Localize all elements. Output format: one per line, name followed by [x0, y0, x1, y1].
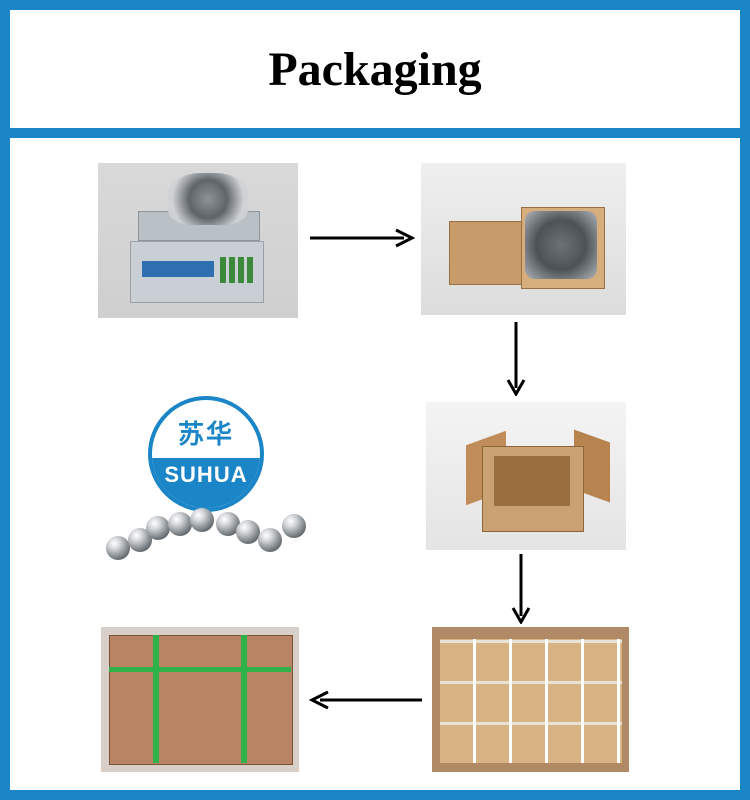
steel-ball: [168, 512, 192, 536]
bag-of-balls: [525, 211, 597, 279]
carton-inner: [494, 456, 570, 506]
steel-ball: [258, 528, 282, 552]
strapped-boxes: [440, 639, 622, 763]
steel-ball: [146, 516, 170, 540]
strap-horizontal: [109, 667, 291, 672]
scale-display: [142, 261, 214, 277]
page-title: Packaging: [268, 42, 482, 96]
packed-boxes-crate-photo: [432, 627, 629, 772]
strapped-pallet-photo: [101, 627, 299, 772]
logo-brand-text: SUHUA: [164, 462, 248, 487]
bag-of-balls: [168, 173, 248, 225]
logo-chinese-text: 苏华: [177, 420, 234, 450]
strap-vertical: [153, 635, 159, 763]
steel-ball: [106, 536, 130, 560]
strap-vertical: [241, 635, 247, 763]
arrow-down-icon: [505, 320, 527, 396]
title-band: Packaging: [10, 10, 740, 138]
steel-ball: [190, 508, 214, 532]
wooden-crate: [109, 635, 293, 765]
steel-ball: [282, 514, 306, 538]
steel-balls-image: [104, 478, 318, 578]
scale-keypad: [220, 257, 256, 283]
arrow-right-icon: [308, 228, 418, 248]
open-carton-photo: [426, 402, 626, 550]
empty-box: [449, 221, 531, 285]
bagged-balls-in-box-photo: [421, 163, 626, 315]
steel-ball: [236, 520, 260, 544]
logo-band: [152, 458, 260, 508]
weighing-scale-photo: [98, 163, 298, 318]
arrow-left-icon: [306, 690, 424, 710]
arrow-down-icon: [510, 552, 532, 624]
